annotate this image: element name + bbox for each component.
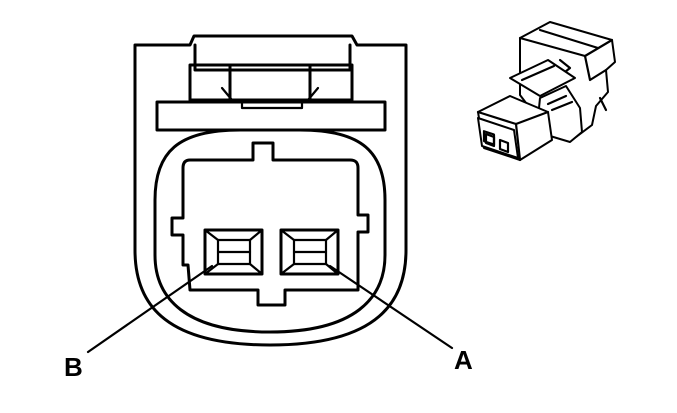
terminal-b [203,228,264,276]
connector-isometric-view [476,21,616,162]
connector-housing-outline [133,34,408,347]
connector-rim [153,128,387,334]
connector-face-view: B A [64,34,473,382]
cavity-outline [170,141,370,307]
leader-line-a [328,264,454,350]
latch [155,43,387,132]
leader-line-b [86,264,214,354]
terminal-a [279,228,340,276]
pin-label-b: B [64,352,83,382]
pin-label-a: A [454,345,473,375]
